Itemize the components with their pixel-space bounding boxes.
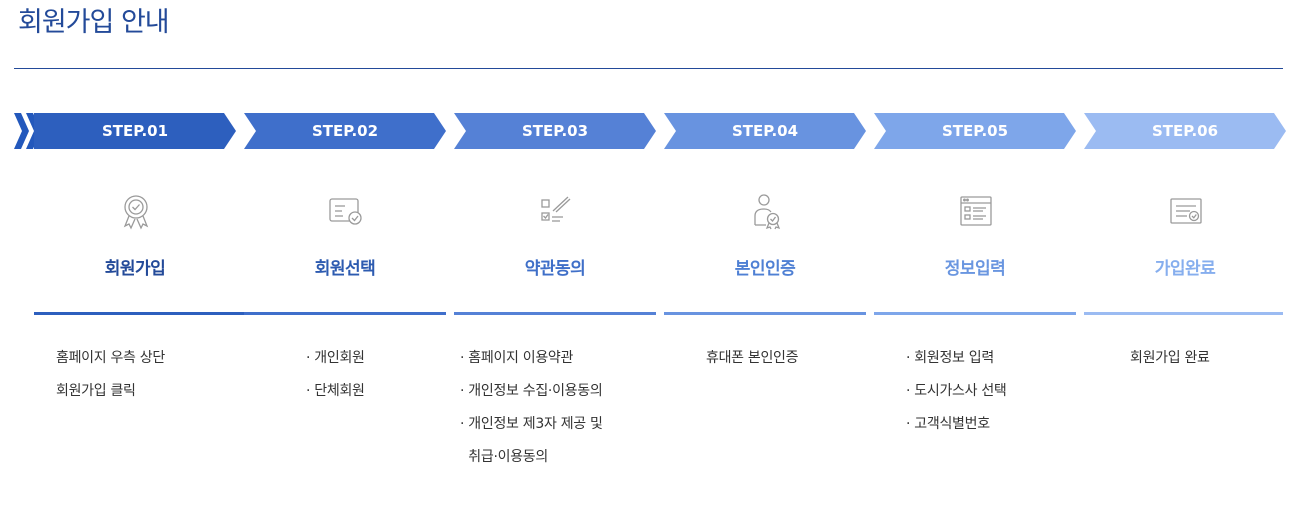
step-6-line [1084,312,1283,315]
page-title: 회원가입 안내 [18,7,170,38]
list-item: · 개인정보 제3자 제공 및 [460,416,603,432]
document-check-icon [1170,198,1202,224]
list-item: · 단체회원 [306,383,365,399]
step-4-line [664,312,866,315]
step-1-line [34,312,256,315]
step-2-desc: · 개인회원 · 단체회원 [306,342,365,408]
list-item: · 회원정보 입력 [906,350,994,366]
step-3-bar: STEP.03 [454,113,656,149]
step-3-label: STEP.03 [521,122,589,140]
step-1-desc: 홈페이지 우측 상단 회원가입 클릭 [56,342,165,408]
step-3-desc: · 홈페이지 이용약관 · 개인정보 수집·이용동의 · 개인정보 제3자 제공… [460,342,603,474]
step-6-bar: STEP.06 [1084,113,1286,149]
step-4-bar: STEP.04 [664,113,866,149]
list-item: · 개인회원 [306,350,365,366]
list-item: · 개인정보 수집·이용동의 [460,383,603,399]
step-2-label: STEP.02 [311,122,379,140]
step-4-name: 본인인증 [734,259,796,279]
step-1: STEP.01 회원가입 홈페이지 우측 상단 회원가입 클릭 [34,0,256,510]
step-4-label: STEP.04 [731,122,799,140]
step-2-bar: STEP.02 [244,113,446,149]
list-item: 취급·이용동의 [460,449,548,465]
checklist-pen-icon [541,196,571,222]
step-1-label: STEP.01 [101,122,169,140]
step-5-line [874,312,1076,315]
list-item: 회원가입 완료 [1130,350,1210,366]
list-item: 휴대폰 본인인증 [706,350,799,366]
step-6-name: 가입완료 [1154,259,1216,279]
step-4: STEP.04 본인인증 휴대폰 본인인증 [664,0,866,510]
step-5-label: STEP.05 [941,122,1009,140]
step-5-desc: · 회원정보 입력 · 도시가스사 선택 · 고객식별번호 [906,342,1007,441]
step-2-name: 회원선택 [314,259,376,279]
step-1-bar: STEP.01 [34,113,236,149]
step-6-desc: 회원가입 완료 [1130,342,1210,375]
form-document-icon [960,196,992,226]
list-item: 홈페이지 우측 상단 [56,350,165,366]
step-6-label: STEP.06 [1151,122,1219,140]
list-item: · 도시가스사 선택 [906,383,1007,399]
step-1-name: 회원가입 [104,259,166,279]
step-3-line [454,312,656,315]
id-card-check-icon [329,198,362,225]
step-6: STEP.06 가입완료 회원가입 완료 [1084,0,1286,510]
step-5-bar: STEP.05 [874,113,1076,149]
list-item: 회원가입 클릭 [56,383,136,399]
step-2-line [244,312,446,315]
award-badge-icon [123,195,149,230]
step-3: STEP.03 약관동의 · 홈페이지 이용약관 · 개인정보 수집·이용동의 … [454,0,656,510]
user-verify-icon [754,194,781,230]
title-divider [14,68,1283,69]
step-5: STEP.05 정보입력 · 회원정보 입력 · 도시가스사 선택 · 고객식별… [874,0,1076,510]
step-2: STEP.02 회원선택 · 개인회원 · 단체회원 [244,0,446,510]
list-item: · 홈페이지 이용약관 [460,350,574,366]
list-item: · 고객식별번호 [906,416,990,432]
step-4-desc: 휴대폰 본인인증 [706,342,799,375]
step-5-name: 정보입력 [944,259,1006,279]
step-3-name: 약관동의 [524,259,586,279]
